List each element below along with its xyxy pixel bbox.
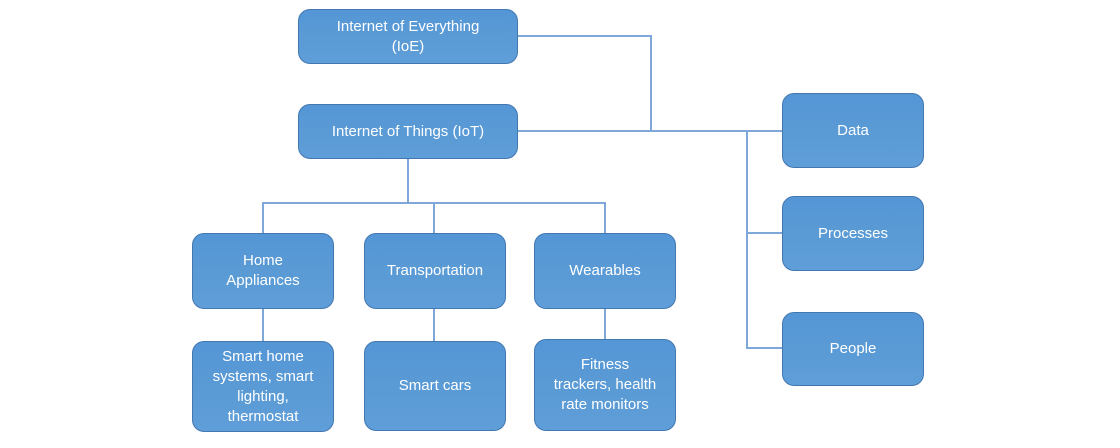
node-fitness-trackers: Fitness trackers, health rate monitors bbox=[534, 339, 676, 431]
node-home-appliances-label: Home Appliances bbox=[226, 252, 300, 289]
node-transportation-label: Transportation bbox=[386, 262, 484, 279]
connector-home-appliances-stub bbox=[262, 202, 264, 233]
node-internet-of-things-label: Internet of Things (IoT) bbox=[331, 122, 485, 140]
connector-smart-home-stub bbox=[262, 309, 264, 341]
connector-iot-to-data-horizontal bbox=[517, 130, 782, 132]
node-smart-home-systems-label: Smart home systems, smart lighting, ther… bbox=[212, 347, 314, 425]
node-fitness-trackers-label: Fitness trackers, health rate monitors bbox=[553, 356, 657, 413]
connector-people-stub bbox=[746, 347, 782, 349]
connector-wearables-stub bbox=[604, 202, 606, 233]
node-internet-of-everything: Internet of Everything (IoE) bbox=[298, 9, 518, 64]
node-internet-of-things: Internet of Things (IoT) bbox=[298, 104, 518, 159]
node-smart-cars: Smart cars bbox=[364, 341, 506, 431]
node-transportation: Transportation bbox=[364, 233, 506, 309]
connector-transportation-stub bbox=[433, 202, 435, 233]
node-wearables: Wearables bbox=[534, 233, 676, 309]
node-processes-label: Processes bbox=[817, 224, 889, 242]
node-data-label: Data bbox=[837, 121, 869, 139]
node-internet-of-everything-label: Internet of Everything (IoE) bbox=[336, 17, 480, 55]
node-smart-cars-label: Smart cars bbox=[398, 377, 472, 394]
node-people: People bbox=[782, 312, 924, 386]
connector-smart-cars-stub bbox=[433, 309, 435, 341]
connector-right-bus-vertical bbox=[746, 130, 748, 349]
connector-ioe-elbow-horizontal bbox=[517, 35, 652, 37]
node-home-appliances: Home Appliances bbox=[192, 233, 334, 309]
node-smart-home-systems: Smart home systems, smart lighting, ther… bbox=[192, 341, 334, 432]
connector-ioe-elbow-vertical bbox=[650, 35, 652, 131]
node-processes: Processes bbox=[782, 196, 924, 271]
connector-fitness-stub bbox=[604, 309, 606, 339]
node-wearables-label: Wearables bbox=[569, 262, 641, 279]
node-data: Data bbox=[782, 93, 924, 168]
node-people-label: People bbox=[829, 340, 877, 357]
connector-iot-down-vertical bbox=[407, 159, 409, 203]
connector-processes-stub bbox=[746, 232, 782, 234]
